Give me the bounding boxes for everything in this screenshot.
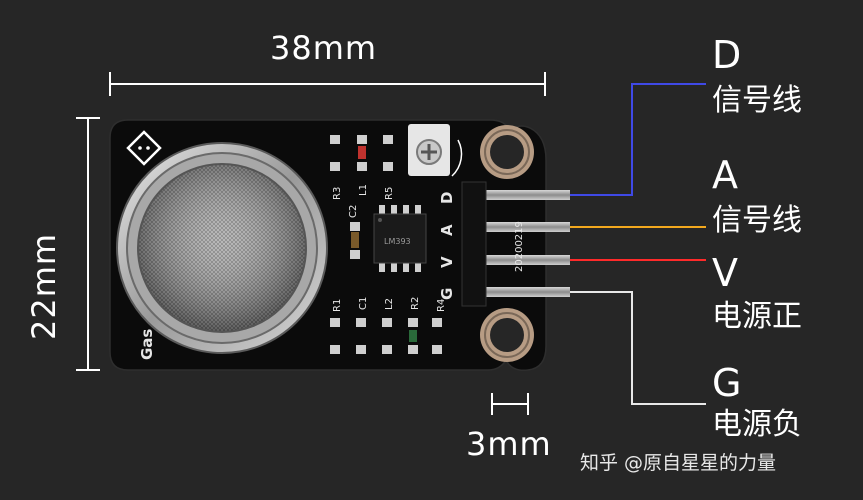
silk-pin-d: D <box>438 192 456 204</box>
pin-v-desc: 电源正 <box>712 299 802 334</box>
wire-g <box>570 291 706 405</box>
pin-g-letter: G <box>712 361 742 405</box>
wire-d <box>570 83 706 196</box>
silk-r4: R4 <box>436 299 447 312</box>
height-dimension-label: 22mm <box>25 232 63 340</box>
board-logo <box>126 130 162 166</box>
pitch-dimension-label: 3mm <box>466 425 552 463</box>
date-code: 20200219 <box>514 221 525 272</box>
mounting-hole-top <box>480 125 534 179</box>
silk-c1: C1 <box>358 297 369 310</box>
gas-sensor-mesh <box>116 142 328 354</box>
header-pins <box>461 181 570 307</box>
smd-components <box>330 135 442 354</box>
silk-l2: L2 <box>384 298 395 310</box>
pin-a-desc: 信号线 <box>712 203 802 238</box>
pin-d-letter: D <box>712 33 742 77</box>
board-label-gas: Gas <box>138 329 156 360</box>
silk-r1: R1 <box>332 299 343 312</box>
comparator-chip <box>373 205 427 272</box>
silk-r5: R5 <box>384 187 395 200</box>
mounting-hole-bottom <box>480 308 534 362</box>
pin-v-letter: V <box>712 251 738 295</box>
width-dimension-line <box>109 72 546 96</box>
potentiometer <box>408 124 463 177</box>
pin-d-desc: 信号线 <box>712 83 802 118</box>
pin-g-desc: 电源负 <box>712 407 802 442</box>
silk-c2: C2 <box>348 205 359 218</box>
chip-marking: LM393 <box>384 237 411 246</box>
silk-r3: R3 <box>332 187 343 200</box>
silk-pin-v: V <box>438 256 456 268</box>
silk-l1: L1 <box>358 184 369 196</box>
silk-pin-a: A <box>438 224 456 236</box>
pin-a-letter: A <box>712 153 738 197</box>
pitch-dimension-line <box>491 393 529 415</box>
height-dimension-line <box>76 117 100 371</box>
width-dimension-label: 38mm <box>270 29 378 67</box>
silk-r2: R2 <box>410 297 421 310</box>
silk-pin-g: G <box>438 288 456 300</box>
watermark: 知乎 @原自星星的力量 <box>580 452 777 474</box>
